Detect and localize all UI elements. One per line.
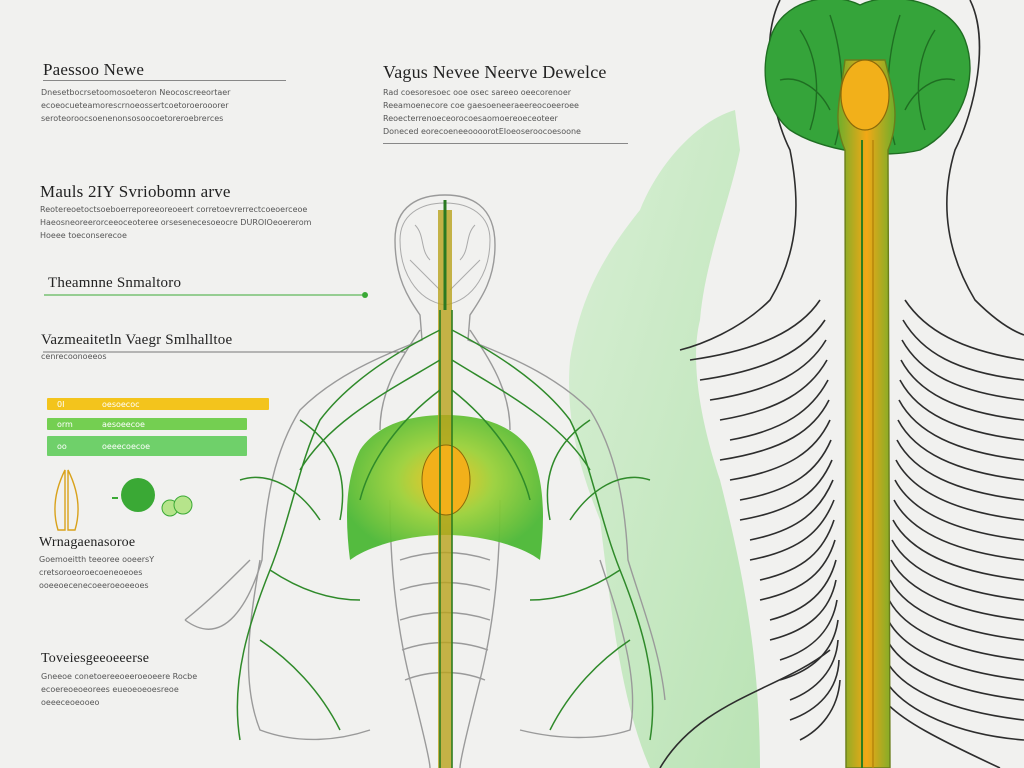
text-line: ooeeoecenecoeeroeoeeoes — [39, 581, 149, 590]
text-line: seroteoroocsoenenonsosoocoetoreroebrerce… — [41, 114, 224, 123]
divider — [383, 143, 628, 144]
section-heading-6: Wrnagaenasoroe — [39, 535, 136, 550]
text-line: Gneeoe conetoereeoeeroeoeere Rocbe — [41, 672, 198, 681]
text-line: Doneced eorecoeneeoooorotEIoeoseroocoeso… — [383, 127, 581, 136]
legend-bars: 0I oesoecoc orm aesoeecoe oo oeeecoecoe — [47, 398, 272, 456]
center-brain — [399, 202, 491, 306]
center-spine — [421, 200, 471, 768]
text-line: cretsoroeoroecoeneoeoes — [39, 568, 143, 577]
light-green-bar: oo oeeecoecoe — [47, 436, 247, 456]
hand-silhouette — [569, 110, 760, 768]
center-body-outline — [184, 194, 666, 768]
text-line: Reeamoenecore coe gaesoeneeraeereocoeero… — [383, 101, 579, 110]
section-heading-1: Paessoo Newe — [43, 60, 145, 79]
lung-icon — [54, 469, 79, 531]
section-6-body: Goemoeitth teeoree ooeersY cretsoroeoroe… — [39, 553, 154, 592]
text-line: Hoeee toeconserecoe — [40, 231, 127, 240]
text-line: ecoeocueteamorescrnoeossertcoetoroerooor… — [41, 101, 229, 110]
section-1-body: Dnesetbocrsetoomosoeteron Neocoscreeorta… — [41, 86, 230, 125]
bar-left-label: orm — [57, 419, 73, 429]
section-heading-7: Toveiesgeeoeeerse — [41, 651, 150, 666]
small-lung-icon-b — [173, 495, 193, 515]
text-line: Dnesetbocrsetoomosoeteron Neocoscreeorta… — [41, 88, 231, 97]
text-line: oeeeceoeooeo — [41, 698, 100, 707]
bar-label: oeeecoecoe — [102, 441, 151, 451]
small-organ-icons — [54, 469, 193, 531]
bar-label: oesoecoc — [102, 399, 140, 409]
bar-label: aesoeecoe — [102, 419, 145, 429]
section-2-body: Rad coesoresoec ooe osec sareeo oeecoren… — [383, 86, 581, 138]
divider — [43, 80, 286, 81]
yellow-bar: 0I oesoecoc — [47, 398, 269, 410]
text-line: ecoereoeoeorees eueoeoeoesreoe — [41, 685, 179, 694]
nerve-branches — [236, 329, 654, 741]
right-spinal-cord — [837, 59, 896, 768]
bar-left-label: 0I — [57, 399, 65, 409]
section-7-body: Gneeoe conetoereeoeeroeoeere Rocbe ecoer… — [41, 670, 197, 709]
section-5-subtext: cenrecoonoeeos — [41, 352, 107, 361]
large-head-figure — [659, 0, 1024, 768]
section-3-body: Reotereoetoctsoeboerreporeeoreoeert corr… — [40, 203, 311, 242]
bar-left-label: oo — [57, 441, 67, 451]
section-heading-5: Vazmeaitetln Vaegr Smlhalltoe — [41, 332, 233, 348]
section-heading-2: Vagus Nevee Neerve Dewelce — [383, 62, 607, 82]
green-circle-icon — [121, 478, 155, 512]
text-line: Rad coesoresoec ooe osec sareeo oeecoren… — [383, 88, 572, 97]
text-line: Reoecterrenoeceorocoesaomoereoeceoteer — [383, 114, 558, 123]
text-line: Goemoeitth teeoree ooeersY — [39, 555, 155, 564]
text-line: Haeosneoreerorceeoceoteree orsesenecesoe… — [40, 218, 312, 227]
section-heading-3: Mauls 2IY Svriobomn arve — [40, 182, 231, 201]
green-bar: orm aesoeecoe — [47, 418, 247, 430]
text-line: Reotereoetoctsoeboerreporeeoreoeert corr… — [40, 205, 308, 214]
section-heading-4: Theamnne Snmaltoro — [48, 275, 182, 291]
